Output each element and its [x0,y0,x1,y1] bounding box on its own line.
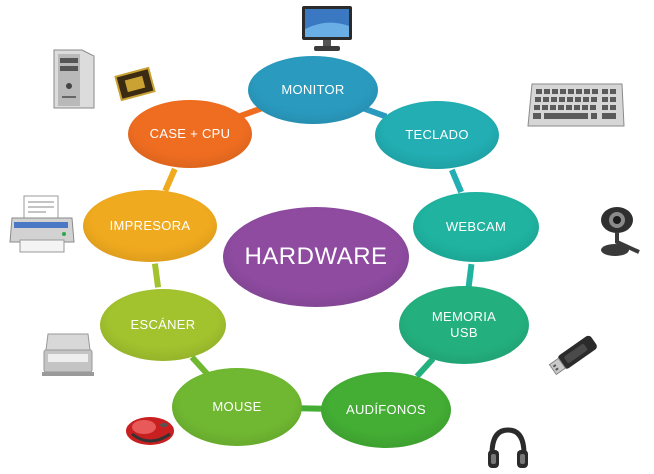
usb-drive-icon [548,335,597,376]
webcam-icon [601,207,640,256]
scanner-icon [42,333,94,376]
node-monitor: MONITOR [248,56,378,124]
cpu-case-icon [53,49,95,109]
connector-webcam [465,263,475,289]
node-label-escaner: ESCÁNER [130,317,196,332]
monitor-icon [302,6,352,51]
node-webcam: WEBCAM [413,192,539,262]
node-label-monitor: MONITOR [281,82,345,97]
node-label-webcam: WEBCAM [445,219,507,234]
node-teclado: TECLADO [375,101,499,169]
node-label-impresora: IMPRESORA [109,218,191,233]
node-memoria-usb: MEMORIA USB [399,286,529,364]
node-label-teclado: TECLADO [405,127,469,142]
node-label-mouse: MOUSE [212,399,262,414]
hub-hardware: HARDWARE [223,207,409,307]
node-escaner: ESCÁNER [100,289,226,361]
node-label-case-cpu: CASE + CPU [149,126,231,141]
processor-chip-icon [114,66,156,102]
printer-icon [9,195,75,253]
mouse-icon [126,417,174,445]
connector-monitor [362,105,388,120]
connector-teclado [449,168,464,194]
hub-label: HARDWARE [244,243,388,270]
node-impresora: IMPRESORA [83,190,217,262]
headphones-icon [488,427,528,468]
node-audifonos: AUDÍFONOS [321,372,451,448]
node-mouse: MOUSE [172,368,302,446]
node-label-memoria-usb: MEMORIA USB [431,309,497,340]
node-case-cpu: CASE + CPU [128,100,252,168]
connector-escaner [151,263,162,288]
keyboard-icon [527,83,625,127]
connector-memoria-usb [414,356,436,379]
node-label-audifonos: AUDÍFONOS [346,402,426,417]
connector-impresora [162,167,178,193]
